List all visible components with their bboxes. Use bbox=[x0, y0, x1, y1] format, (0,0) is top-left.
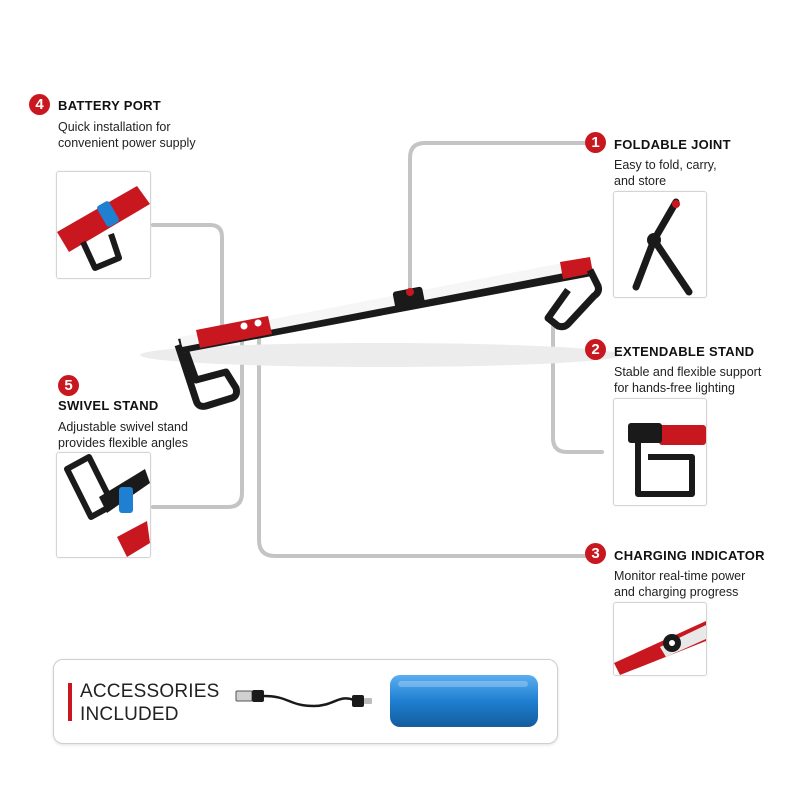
feature-4-description-line-2: convenient power supply bbox=[58, 136, 196, 150]
feature-2-description-line-1: Stable and flexible support bbox=[614, 365, 762, 379]
foldable-joint-thumbnail bbox=[613, 191, 707, 298]
feature-3-number-badge: 3 bbox=[585, 543, 606, 564]
feature-1-title: FOLDABLE JOINT bbox=[614, 137, 731, 152]
callout-line-3 bbox=[257, 328, 587, 558]
feature-1-description-line-1: Easy to fold, carry, bbox=[614, 158, 717, 172]
feature-3-title: CHARGING INDICATOR bbox=[614, 548, 765, 563]
swivel-stand-thumbnail bbox=[56, 452, 151, 558]
battery-icon bbox=[390, 675, 538, 727]
callout-line-2 bbox=[551, 321, 604, 454]
usb-cable-icon bbox=[235, 690, 372, 708]
feature-2-title: EXTENDABLE STAND bbox=[614, 344, 755, 359]
charging-indicator-thumbnail bbox=[613, 602, 707, 676]
feature-4-description-line-1: Quick installation for bbox=[58, 120, 171, 134]
feature-2-number-badge: 2 bbox=[585, 339, 606, 360]
right-stand bbox=[544, 268, 602, 331]
left-stand bbox=[174, 343, 240, 410]
feature-4-title: BATTERY PORT bbox=[58, 98, 162, 113]
battery-port-thumbnail bbox=[56, 171, 151, 279]
stand-closeup-icon bbox=[628, 423, 706, 497]
feature-3-description-line-1: Monitor real-time power bbox=[614, 569, 746, 583]
feature-5-title: SWIVEL STAND bbox=[58, 398, 159, 413]
callout-line-4 bbox=[151, 223, 224, 334]
folded-joint-closeup-icon bbox=[632, 198, 693, 296]
accessories-title-line-2: INCLUDED bbox=[80, 704, 179, 725]
feature-1-number-badge: 1 bbox=[585, 132, 606, 153]
feature-2-description-line-2: for hands-free lighting bbox=[614, 381, 735, 395]
callout-line-5 bbox=[151, 334, 244, 509]
accessories-accent-bar bbox=[68, 683, 72, 721]
feature-3-description-line-2: and charging progress bbox=[614, 585, 739, 599]
extendable-stand-thumbnail bbox=[613, 398, 707, 506]
feature-1-description-line-2: and store bbox=[614, 174, 667, 188]
feature-5-description-line-2: provides flexible angles bbox=[58, 436, 188, 450]
feature-5-description-line-1: Adjustable swivel stand bbox=[58, 420, 188, 434]
feature-4-number-badge: 4 bbox=[29, 94, 50, 115]
callout-line-1 bbox=[408, 141, 587, 295]
feature-5-number-badge: 5 bbox=[58, 375, 79, 396]
swivel-stand-closeup-icon bbox=[64, 454, 150, 557]
battery-port-closeup-icon bbox=[57, 186, 150, 271]
indicator-closeup-icon bbox=[614, 621, 706, 675]
accessories-title-line-1: ACCESSORIES bbox=[80, 681, 220, 702]
light-bar bbox=[178, 257, 593, 353]
